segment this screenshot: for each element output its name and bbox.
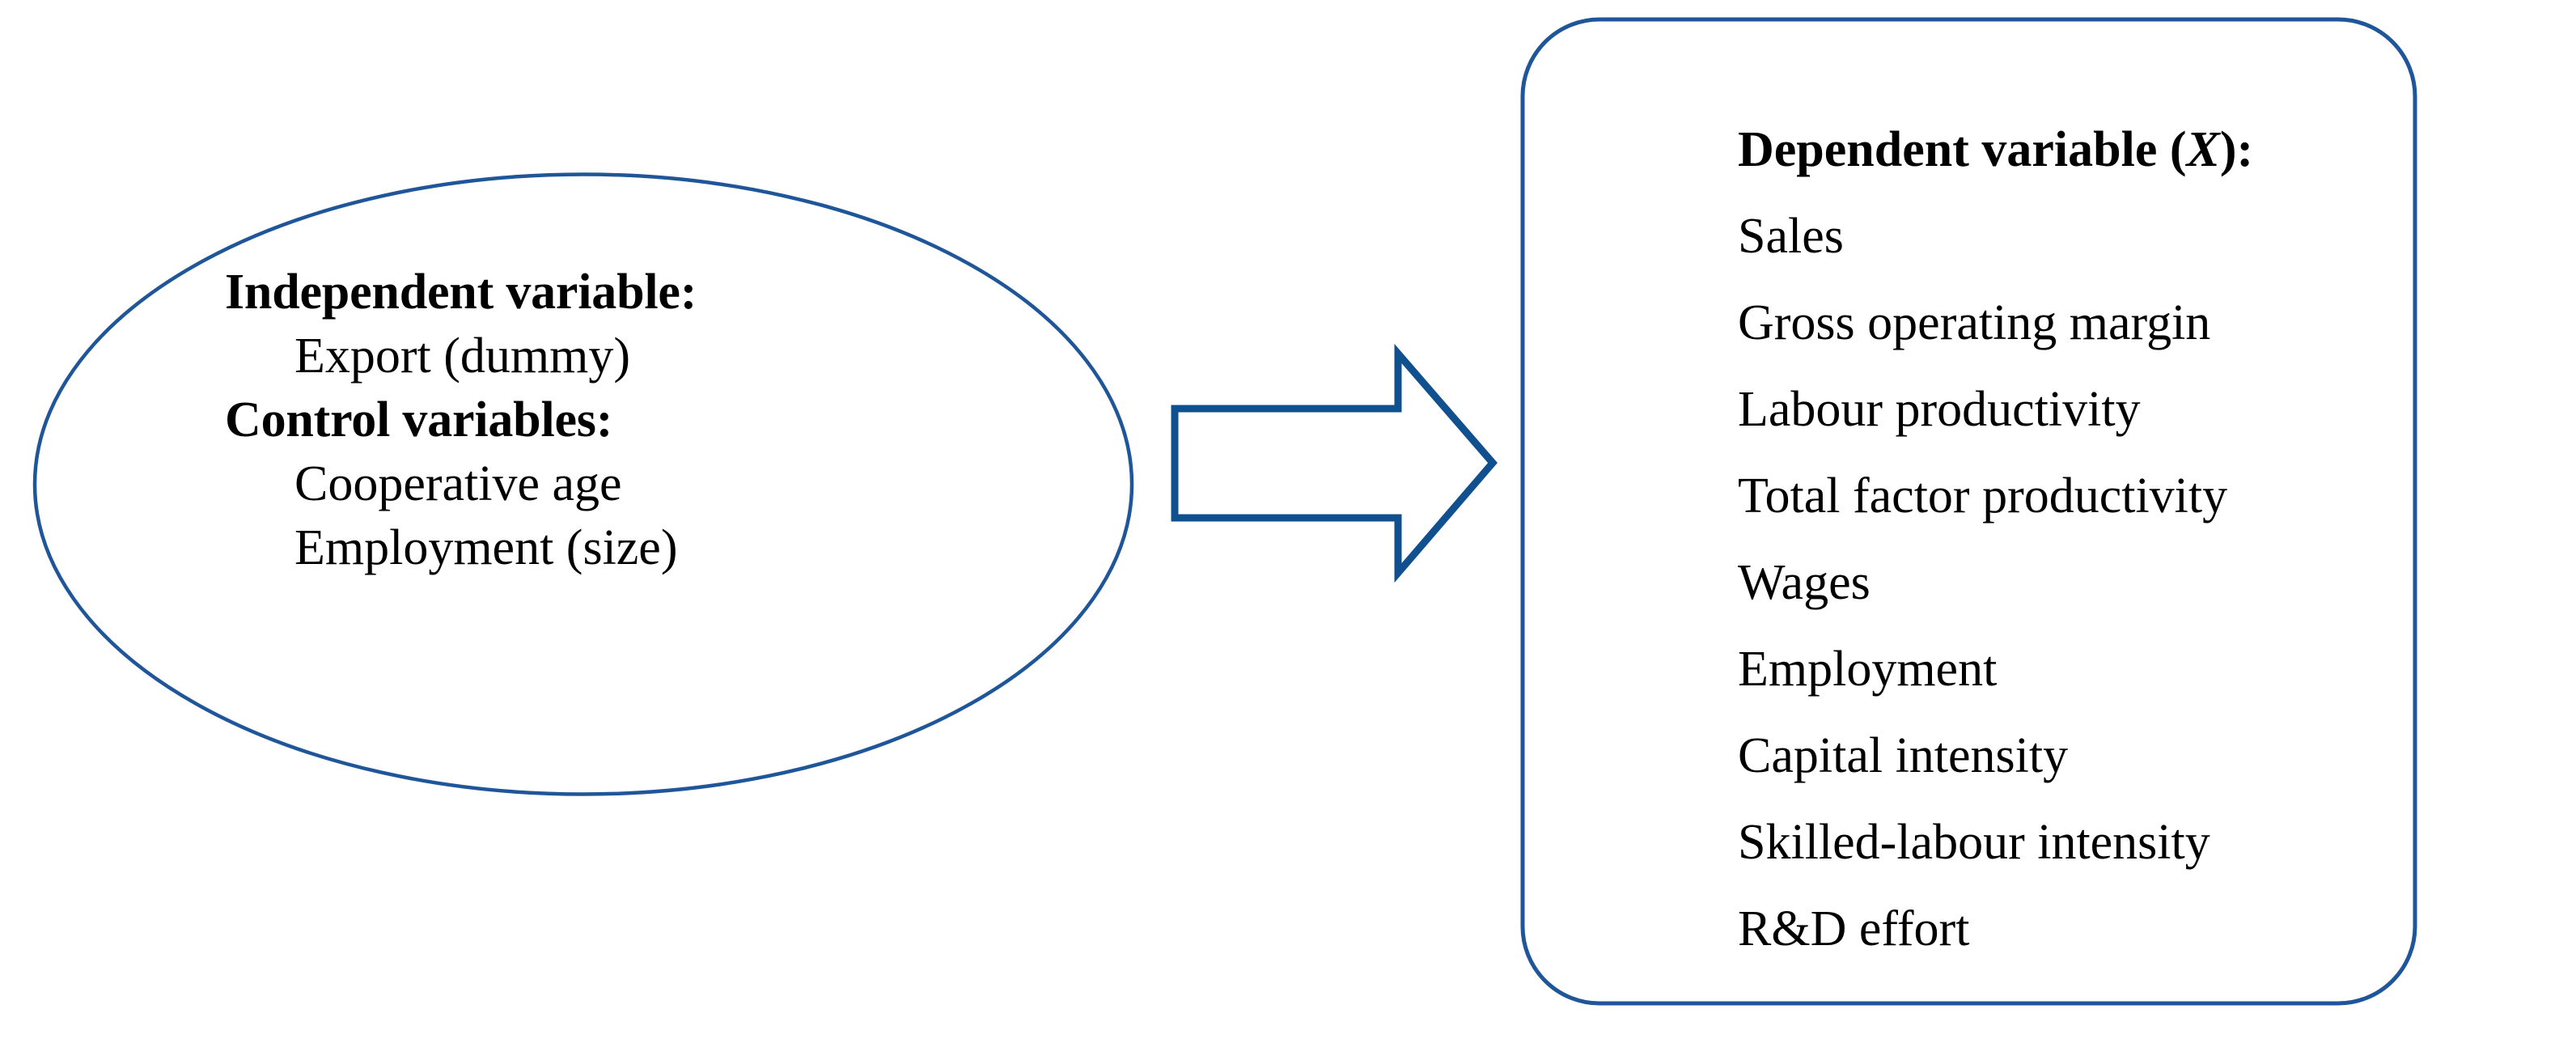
dependent-variable-text: Dependent variable (X): Sales Gross oper… [1738,107,2426,973]
dependent-variable-item-rd-effort: R&D effort [1738,901,1970,956]
dependent-variable-item-labour-productivity: Labour productivity [1738,382,2141,437]
flow-arrow-icon [1171,343,1498,583]
control-variables-heading: Control variables: [225,392,613,447]
dependent-variable-heading-prefix: Dependent variable ( [1738,122,2187,177]
dependent-variable-item-gross-operating-margin: Gross operating margin [1738,295,2211,350]
independent-variable-heading: Independent variable: [225,265,697,320]
dependent-variable-item-skilled-labour-intensity: Skilled-labour intensity [1738,815,2210,870]
dependent-variable-item-wages: Wages [1738,555,1871,610]
dependent-variable-box [1520,17,2417,1006]
dependent-variable-item-capital-intensity: Capital intensity [1738,728,2069,783]
dependent-variable-item-sales: Sales [1738,209,1844,264]
control-variables-item-cooperative-age: Cooperative age [294,456,622,511]
dependent-variable-heading-suffix: ): [2219,122,2254,177]
dependent-variable-item-total-factor-productivity: Total factor productivity [1738,469,2228,524]
independent-variable-item-export: Export (dummy) [294,329,630,384]
independent-variable-ellipse [32,172,1134,796]
control-variables-item-employment-size: Employment (size) [294,520,678,575]
dependent-variable-symbol: X [2186,122,2220,177]
independent-variable-text: Independent variable: Export (dummy) Con… [225,261,985,580]
dependent-variable-heading: Dependent variable (X): [1738,107,2426,193]
dependent-variable-item-employment: Employment [1738,642,1998,697]
